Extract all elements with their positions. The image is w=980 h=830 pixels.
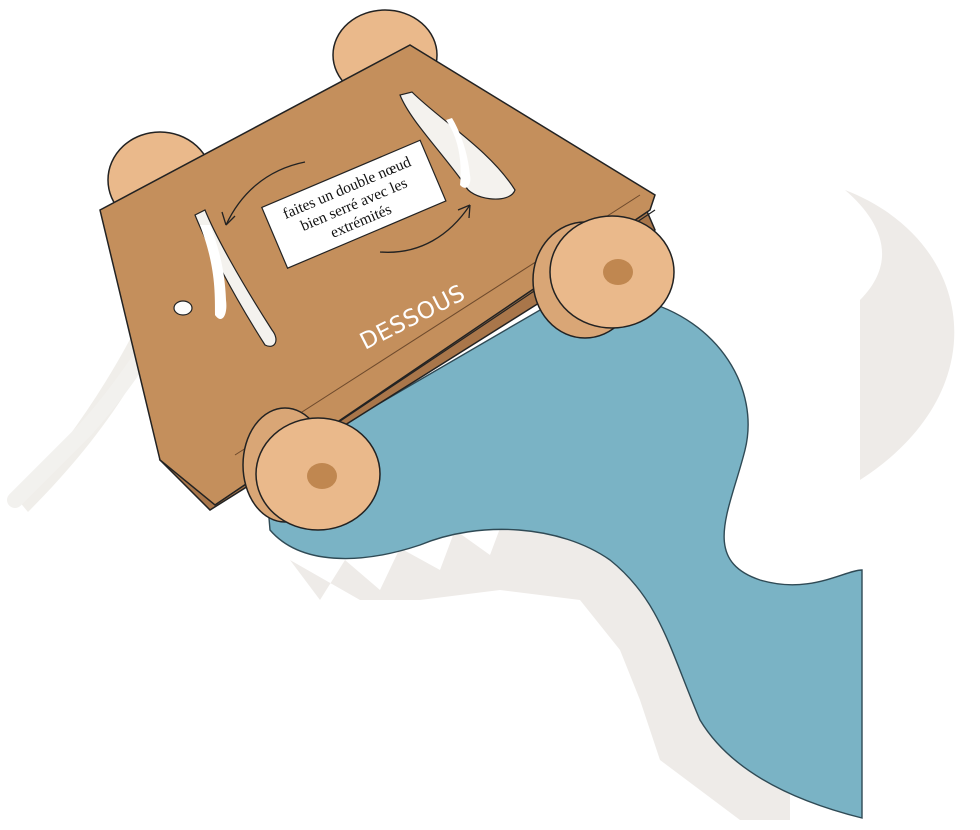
background-ghost-arc — [845, 190, 954, 480]
wheel-hub — [307, 463, 337, 489]
string-hole — [174, 301, 192, 315]
wheel-hub — [603, 259, 633, 285]
